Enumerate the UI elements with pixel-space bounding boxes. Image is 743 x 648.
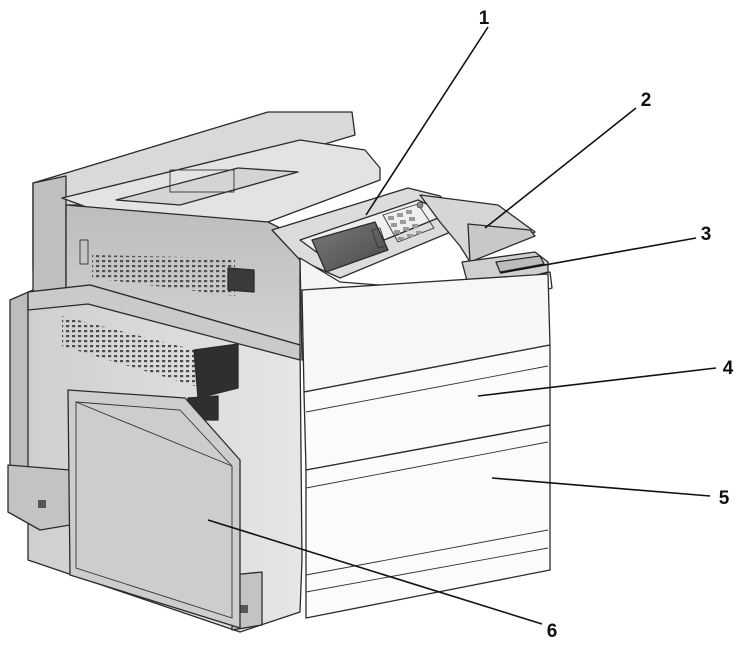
callout-labels: 1 2 3 4 5 6 [479, 8, 734, 642]
leader-6 [207, 519, 543, 625]
leader-1 [365, 26, 489, 216]
leader-5 [491, 477, 711, 497]
callout-2: 2 [641, 90, 652, 111]
upper-side-panel [65, 204, 301, 346]
callout-6: 6 [547, 621, 558, 642]
callout-5: 5 [719, 488, 730, 509]
leader-2 [484, 107, 637, 229]
callout-leaders [207, 26, 717, 625]
paper-tray-1 [303, 344, 551, 471]
leader-4 [477, 367, 717, 397]
callout-1: 1 [479, 8, 490, 29]
callout-3: 3 [701, 224, 712, 245]
rear-housing [32, 111, 381, 301]
multipurpose-feeder [67, 389, 241, 629]
control-panel [271, 187, 471, 279]
callout-4: 4 [723, 358, 734, 379]
keypad [382, 201, 435, 243]
leader-3 [499, 237, 697, 274]
